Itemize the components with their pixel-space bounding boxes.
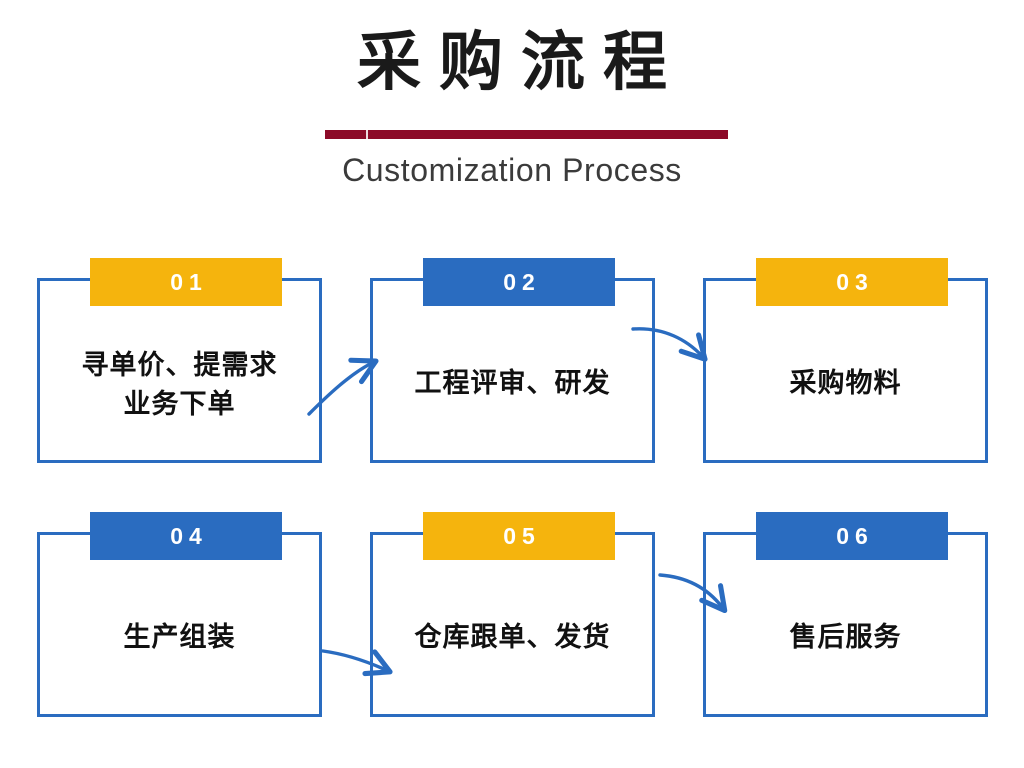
step-number-badge-06: 06 [756, 512, 948, 560]
step-number-badge-02: 02 [423, 258, 615, 306]
step-frame-05 [370, 532, 655, 717]
step-label-01: 寻单价、提需求 业务下单 [81, 350, 278, 420]
page-title: 采购流程 [357, 25, 685, 100]
title-divider [325, 130, 728, 139]
step-number-badge-01: 01 [90, 258, 282, 306]
step-card-01[interactable]: 01 寻单价、提需求 业务下单 [37, 258, 322, 463]
step-card-06[interactable]: 06 售后服务 [703, 512, 988, 717]
step-card-02[interactable]: 02 工程评审、研发 [370, 258, 655, 463]
step-label-05: 仓库跟单、发货 [414, 622, 611, 652]
step-number-badge-03: 03 [756, 258, 948, 306]
step-frame-06 [703, 532, 988, 717]
step-card-04[interactable]: 04 生产组装 [37, 512, 322, 717]
step-label-06: 售后服务 [789, 622, 902, 652]
step-card-05[interactable]: 05 仓库跟单、发货 [370, 512, 655, 717]
step-frame-02 [370, 278, 655, 463]
step-number-badge-05: 05 [423, 512, 615, 560]
step-label-04: 生产组装 [123, 622, 236, 652]
step-card-03[interactable]: 03 采购物料 [703, 258, 988, 463]
step-frame-03 [703, 278, 988, 463]
step-label-03: 采购物料 [789, 368, 902, 398]
page-subtitle: Customization Process [342, 152, 682, 188]
step-number-badge-04: 04 [90, 512, 282, 560]
slide-header: 采购流程 Customization Process [0, 0, 1024, 210]
step-label-02: 工程评审、研发 [414, 368, 611, 398]
